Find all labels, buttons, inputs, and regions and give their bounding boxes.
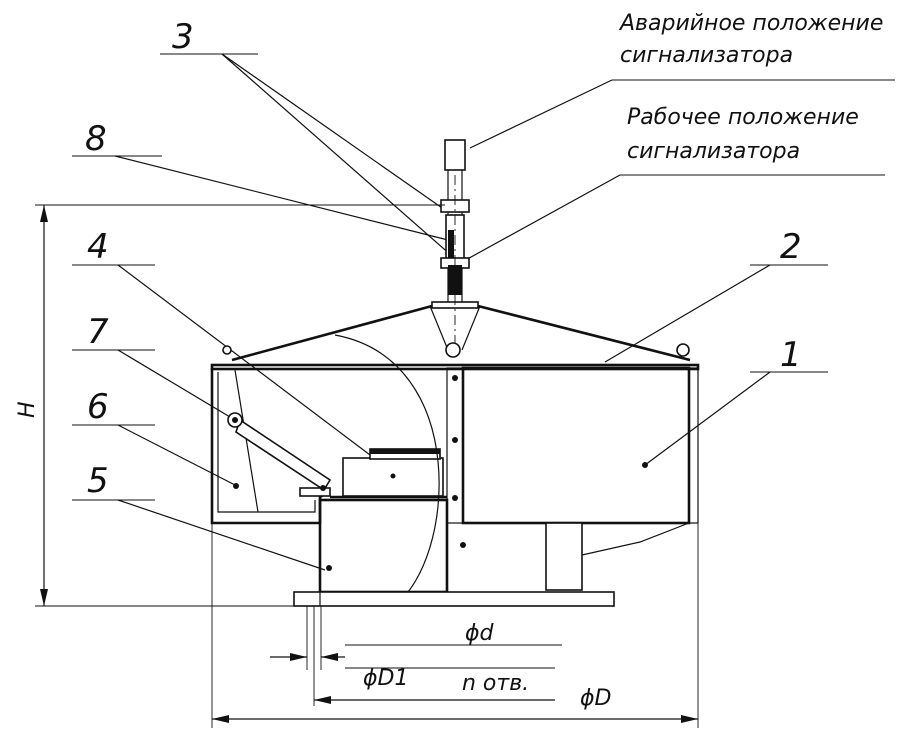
holes-label: n отв. <box>462 671 529 696</box>
emergency-position-label: Аварийное положение сигнализатора <box>469 11 895 149</box>
svg-text:5: 5 <box>87 461 109 501</box>
dimension-h: H <box>15 204 445 607</box>
dimension-d: ϕd <box>270 606 562 706</box>
callout-7: 7 <box>72 312 236 421</box>
d1-dim-label: ϕD1 <box>363 666 408 691</box>
impeller-arc <box>334 334 440 606</box>
big-d-dim-label: ϕD <box>580 686 611 711</box>
callout-4: 4 <box>72 227 391 471</box>
emergency-label-line2: сигнализатора <box>620 43 793 68</box>
svg-text:7: 7 <box>87 312 109 352</box>
callout-1: 1 <box>644 335 828 466</box>
svg-text:1: 1 <box>780 335 802 375</box>
working-position-label: Рабочее положение сигнализатора <box>461 105 885 263</box>
emergency-label-line1: Аварийное положение <box>618 11 883 36</box>
d-dim-label: ϕd <box>465 621 495 646</box>
base <box>293 498 690 607</box>
callout-6: 6 <box>72 387 236 486</box>
dimension-big-d: ϕD <box>211 523 699 728</box>
callout-3: 3 <box>160 17 453 257</box>
callout-5: 5 <box>72 461 326 571</box>
signal-indicator <box>431 139 479 350</box>
callout-8: 8 <box>72 119 449 241</box>
left-shell <box>210 368 332 525</box>
lifting-cables <box>222 304 691 362</box>
svg-text:2: 2 <box>780 227 802 267</box>
svg-text:3: 3 <box>172 17 194 57</box>
dimension-d1: ϕD1 n отв. <box>314 666 555 704</box>
height-dim-label: H <box>15 401 40 418</box>
working-label-line1: Рабочее положение <box>627 105 859 130</box>
working-label-line2: сигнализатора <box>627 139 800 164</box>
svg-text:6: 6 <box>87 387 109 427</box>
motor <box>330 448 447 499</box>
svg-text:8: 8 <box>85 119 107 159</box>
svg-text:4: 4 <box>87 227 109 267</box>
